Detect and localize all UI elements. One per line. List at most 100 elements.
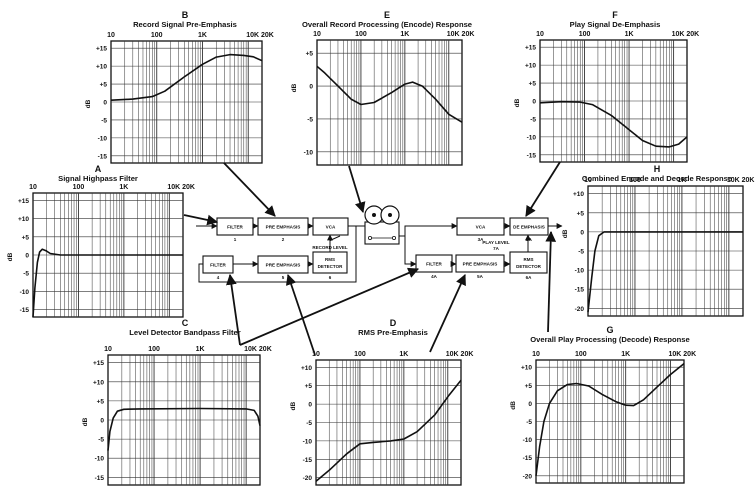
x-tick-label: 100 — [151, 32, 163, 39]
play-level-label: PLAY LEVEL — [482, 240, 510, 245]
block-number: 4A — [431, 274, 438, 279]
x-tick-label: 10K 20K — [167, 184, 195, 191]
reel-hub-icon — [372, 213, 376, 217]
x-tick-label: 10K 20K — [244, 346, 272, 353]
graph-title-text: Signal Highpass Filter — [58, 174, 138, 183]
block-label: RMS — [524, 257, 534, 262]
y-tick-label: +15 — [525, 45, 536, 52]
x-tick-label: 100 — [629, 177, 641, 184]
y-tick-label: +15 — [18, 198, 29, 205]
graph-letter: C — [181, 318, 189, 328]
block-box — [312, 251, 348, 274]
y-tick-label: +5 — [22, 234, 30, 241]
y-unit-label: dB — [291, 83, 298, 92]
y-tick-label: 0 — [25, 253, 29, 260]
response-curve — [316, 65, 463, 123]
pointer-arrow — [223, 162, 276, 217]
y-tick-label: +15 — [96, 46, 107, 53]
block-label: FILTER — [227, 225, 243, 230]
block-box — [509, 251, 548, 274]
play-level-number: 7A — [493, 246, 500, 251]
x-tick-label: 10K 20K — [446, 351, 474, 358]
graph-title-text: RMS Pre-Emphasis — [358, 328, 428, 337]
block-label: VCA — [326, 225, 336, 230]
pointer-arrow — [239, 267, 419, 346]
signal-line — [198, 226, 357, 283]
block-label: PRE EMPHASIS — [266, 263, 301, 268]
y-tick-label: -5 — [578, 249, 584, 256]
y-tick-label: +5 — [529, 81, 537, 88]
graph-title-text: Record Signal Pre-Emphasis — [133, 20, 237, 29]
control-line — [330, 235, 341, 241]
response-curve — [110, 53, 263, 101]
y-tick-label: +5 — [305, 383, 313, 390]
graph-title-text: Overall Play Processing (Decode) Respons… — [530, 335, 690, 344]
block-number: 2A — [526, 237, 533, 242]
x-tick-label: 100 — [354, 351, 366, 358]
pointer-arrow — [429, 274, 466, 353]
x-tick-label: 100 — [575, 351, 587, 358]
y-tick-label: -10 — [95, 456, 105, 463]
pointer-arrow — [183, 214, 219, 226]
y-tick-label: -15 — [523, 455, 533, 462]
x-tick-label: 10 — [312, 351, 320, 358]
x-tick-label: 10K 20K — [669, 351, 697, 358]
x-tick-label: 1K — [399, 351, 408, 358]
graph-letter: H — [653, 164, 661, 174]
block-label: VCA — [476, 225, 486, 230]
tape-head-icon — [367, 235, 372, 240]
x-tick-label: 100 — [355, 31, 367, 38]
y-tick-label: +5 — [525, 383, 533, 390]
y-unit-label: dB — [514, 98, 521, 107]
x-tick-label: 10K 20K — [246, 32, 274, 39]
y-tick-label: +10 — [301, 365, 312, 372]
y-tick-label: -15 — [95, 475, 105, 482]
x-tick-label: 10 — [532, 351, 540, 358]
x-tick-label: 1K — [677, 177, 686, 184]
graph-title-text: Overall Record Processing (Encode) Respo… — [301, 20, 473, 29]
x-tick-label: 10 — [584, 177, 592, 184]
y-tick-label: 0 — [100, 418, 104, 425]
x-tick-label: 100 — [73, 184, 85, 191]
x-tick-label: 100 — [148, 346, 160, 353]
response-curve — [535, 362, 685, 476]
y-tick-label: -15 — [575, 287, 585, 294]
pointer-arrow — [525, 161, 561, 217]
y-tick-label: +5 — [577, 210, 585, 217]
y-unit-label: dB — [562, 229, 569, 238]
y-tick-label: -15 — [20, 307, 30, 314]
block-label: PRE EMPHASIS — [463, 262, 498, 267]
y-tick-label: -5 — [101, 117, 107, 124]
y-tick-label: -15 — [98, 153, 108, 160]
y-tick-label: -10 — [98, 135, 108, 142]
x-tick-label: 10K 20K — [672, 31, 700, 38]
block-number: 6 — [329, 275, 332, 280]
y-tick-label: 0 — [103, 100, 107, 107]
block-number: 1 — [234, 237, 237, 242]
graph-title-text: Level Detector Bandpass Filter — [129, 328, 241, 337]
y-tick-label: -5 — [307, 116, 313, 123]
reel-hub-icon — [388, 213, 392, 217]
pointer-arrow — [545, 230, 557, 333]
y-tick-label: +5 — [97, 398, 105, 405]
block-label: FILTER — [426, 262, 442, 267]
block-number: 3A — [478, 237, 485, 242]
y-tick-label: +5 — [100, 82, 108, 89]
block-number: 5 — [282, 275, 285, 280]
y-tick-label: -5 — [306, 420, 312, 427]
y-tick-label: 0 — [532, 99, 536, 106]
block-b1: FILTER 1 — [216, 217, 254, 242]
graph-letter: F — [612, 10, 618, 20]
